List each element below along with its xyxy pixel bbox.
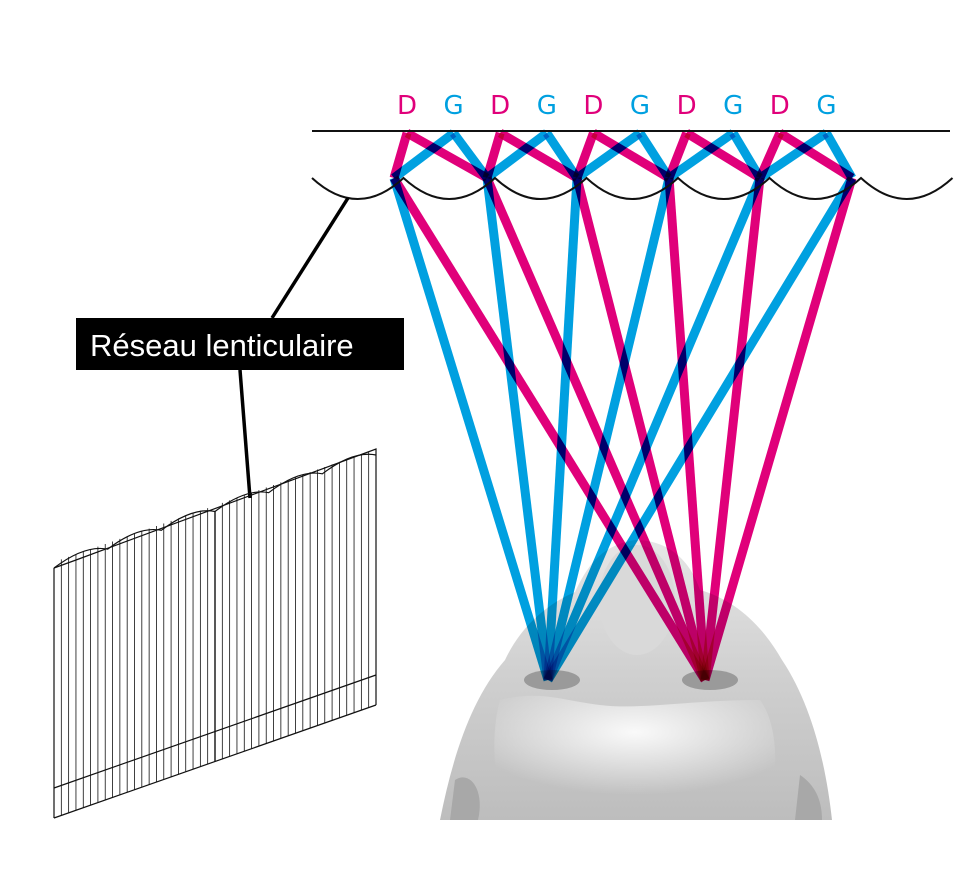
- pixel-label-g-10: G: [816, 91, 836, 121]
- light-rays: [389, 129, 857, 683]
- ray-to-left-eye-2: [482, 177, 553, 681]
- ray-segment-g-8-1: [666, 129, 736, 182]
- lens-array: [311, 176, 954, 200]
- ray-to-right-eye-6: [700, 176, 857, 682]
- left-ear: [450, 777, 480, 820]
- ray-segment-g-10-1: [757, 129, 829, 182]
- ray-to-left-eye-3: [543, 177, 582, 681]
- pixel-label-g-2: G: [444, 91, 464, 121]
- right-ear: [795, 775, 822, 820]
- callout-box: Réseau lenticulaire: [76, 318, 404, 370]
- ray-segment-d-7-2: [684, 129, 763, 182]
- ray-to-left-eye-1: [389, 176, 553, 682]
- ray-to-right-eye-5: [700, 177, 765, 681]
- nose: [599, 545, 675, 655]
- ray-segment-d-3-2: [497, 129, 580, 182]
- pixel-label-d-1: D: [397, 91, 417, 121]
- ray-segment-d-3-1: [482, 131, 505, 180]
- callout-background: [76, 318, 404, 370]
- ray-segment-g-6-2: [636, 130, 673, 181]
- pixel-label-g-6: G: [630, 91, 650, 121]
- callout-label: Réseau lenticulaire: [90, 328, 354, 363]
- callout-line-lower: [238, 369, 252, 499]
- callout-line-upper: [270, 197, 350, 319]
- pixel-label-d-5: D: [583, 91, 603, 121]
- ray-segment-g-4-2: [543, 130, 581, 181]
- pixel-label-d-9: D: [770, 91, 790, 121]
- ray-segment-d-9-2: [777, 129, 855, 182]
- sheet-back-edge: [53, 448, 377, 569]
- ray-to-left-eye-6: [544, 175, 856, 683]
- lens-curves: [311, 176, 954, 200]
- ray-segment-d-5-2: [591, 129, 672, 182]
- pixel-label-g-8: G: [723, 91, 743, 121]
- ray-segment-g-8-2: [729, 130, 764, 181]
- viewer-head: [440, 540, 832, 820]
- ray-segment-g-2-2: [449, 130, 491, 181]
- ray-segment-g-6-1: [574, 129, 643, 182]
- lenticular-sheet-illustration: [53, 448, 377, 819]
- ray-segment-d-1-1: [389, 131, 412, 180]
- ray-to-right-eye-2: [482, 176, 710, 682]
- ray-to-right-eye-1: [390, 175, 709, 683]
- pixel-label-d-7: D: [677, 91, 697, 121]
- ray-segment-g-2-1: [391, 129, 457, 182]
- ray-to-left-eye-4: [543, 176, 674, 682]
- head-highlight: [494, 695, 776, 800]
- pixel-label-d-3: D: [490, 91, 510, 121]
- ray-to-left-eye-5: [543, 176, 765, 682]
- ray-segment-d-1-2: [404, 129, 490, 182]
- right-eye-socket: [682, 670, 738, 690]
- ray-segment-d-5-1: [572, 131, 598, 180]
- ray-to-right-eye-3: [572, 176, 710, 682]
- ray-segment-g-10-2: [822, 130, 856, 181]
- pixel-label-g-4: G: [537, 91, 557, 121]
- ray-to-right-eye-4: [664, 177, 710, 681]
- ray-segment-g-4-1: [484, 129, 550, 182]
